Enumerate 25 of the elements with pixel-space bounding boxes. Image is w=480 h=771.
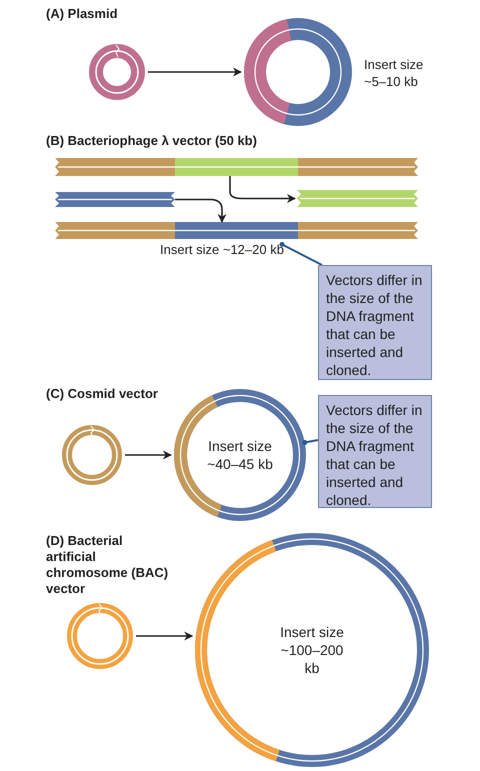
bac-ring xyxy=(67,603,133,669)
leader-line xyxy=(302,439,318,446)
plasmid-ring xyxy=(89,44,145,100)
callout-box: Vectors differ in the size of the DNA fragment that can be inserted and cloned. xyxy=(318,395,432,508)
insert-size-label: Insert size ~100–200 kb xyxy=(279,623,345,677)
leader-line xyxy=(279,242,322,266)
insert-size-label: Insert size ~40–45 kb xyxy=(206,437,274,473)
arrow xyxy=(175,198,226,223)
callout-box: Vectors differ in the size of the DNA fragment that can be inserted and cloned. xyxy=(318,265,432,380)
section-title: (C) Cosmid vector xyxy=(46,386,158,402)
section-title: (A) Plasmid xyxy=(46,6,118,22)
removed-fragment-dna xyxy=(297,190,418,207)
section-title: (B) Bacteriophage λ vector (50 kb) xyxy=(46,133,257,149)
insert-size-label: Insert size ~12–20 kb xyxy=(160,241,284,258)
cosmid-ring xyxy=(62,425,122,485)
recombinant-plasmid-ring xyxy=(244,18,352,126)
section-title: (D) Bacterial artificial chromosome (BAC) vector xyxy=(46,533,170,597)
recombinant-lambda-dna xyxy=(55,222,418,239)
lambda-vector-dna xyxy=(55,158,418,176)
arrow xyxy=(229,176,296,203)
insert-dna xyxy=(55,192,175,207)
arrow xyxy=(125,450,172,460)
insert-size-label: Insert size ~5–10 kb xyxy=(364,56,424,90)
arrow xyxy=(148,68,242,76)
arrow xyxy=(136,632,194,640)
